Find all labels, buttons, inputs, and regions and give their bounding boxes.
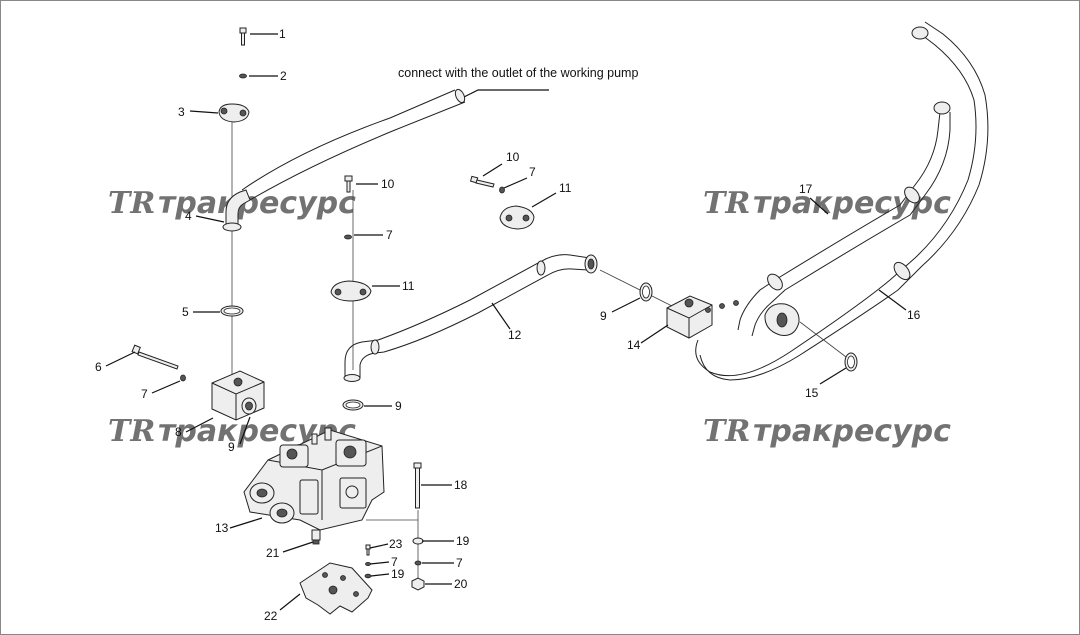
washer-part-7	[180, 374, 186, 382]
bolt-part-1	[239, 27, 247, 46]
note-leader	[461, 89, 549, 99]
watermark-2: TR тракресурс	[703, 186, 951, 221]
hose-part-17	[737, 101, 951, 337]
callout-9a: 9	[228, 440, 235, 454]
watermark-logo: TR	[703, 186, 750, 221]
callout-10a: 10	[381, 177, 395, 191]
watermark-text: тракресурс	[753, 414, 951, 449]
callout-17: 17	[799, 182, 813, 196]
callout-22: 22	[264, 609, 278, 623]
callout-11b: 11	[559, 181, 572, 195]
nut-part-20	[411, 577, 425, 591]
watermark-3: TR тракресурс	[108, 414, 356, 449]
callout-18: 18	[454, 478, 468, 492]
callout-3: 3	[178, 105, 185, 119]
callout-10b: 10	[506, 150, 520, 164]
block-part-14	[666, 295, 739, 339]
callout-4: 4	[185, 209, 192, 223]
callout-21: 21	[266, 546, 280, 560]
watermark-logo: TR	[703, 414, 750, 449]
callout-15: 15	[805, 386, 819, 400]
watermark-text: тракресурс	[158, 186, 356, 221]
callout-5: 5	[182, 305, 189, 319]
washer-part-2	[239, 73, 247, 79]
bolt-part-6	[131, 344, 179, 370]
flange-part-11-right	[499, 205, 535, 230]
callout-11a: 11	[402, 279, 415, 293]
upper-hose	[241, 88, 466, 201]
callout-20: 20	[454, 577, 468, 591]
callout-9b: 9	[395, 399, 402, 413]
callout-6: 6	[95, 360, 102, 374]
pump-outlet-note: connect with the outlet of the working p…	[398, 66, 638, 80]
block-part-8	[211, 370, 265, 421]
callout-2: 2	[280, 69, 287, 83]
oring-axis	[799, 321, 851, 361]
washer-part-7-low	[414, 560, 422, 566]
flange-part-3	[218, 103, 250, 123]
watermark-text: тракресурс	[753, 186, 951, 221]
flange-part-11-mid	[330, 280, 372, 302]
callout-23: 23	[389, 537, 403, 551]
callout-9c: 9	[600, 309, 607, 323]
watermark-logo: TR	[108, 186, 155, 221]
pipe-part-12	[343, 254, 598, 382]
callout-7c: 7	[529, 165, 536, 179]
callout-8: 8	[175, 425, 182, 439]
bracket-part-22	[299, 562, 373, 615]
watermark-logo: TR	[108, 414, 155, 449]
bolt-part-18	[413, 462, 422, 509]
hose-part-16	[695, 21, 989, 381]
control-valve-part-13	[243, 427, 385, 531]
callout-7d: 7	[456, 556, 463, 570]
callout-16: 16	[907, 308, 921, 322]
flange-elbow-right	[764, 303, 800, 336]
watermark-4: TR тракресурс	[703, 414, 951, 449]
plug-part-21	[311, 529, 321, 545]
watermark-1: TR тракресурс	[108, 186, 356, 221]
bolt-part-10-mid	[344, 175, 353, 193]
callout-19a: 19	[456, 534, 470, 548]
washer-part-7-mid	[344, 234, 352, 240]
callout-13: 13	[215, 521, 229, 535]
callout-7e: 7	[391, 555, 398, 569]
callout-7b: 7	[386, 228, 393, 242]
callout-7a: 7	[141, 387, 148, 401]
callout-numbers: 1 2 3 4 5 6 7 8 9 10 7 11 9 10 7 11 12 9…	[95, 27, 921, 623]
leaders	[105, 33, 907, 611]
callout-12: 12	[508, 328, 522, 342]
callout-1: 1	[279, 27, 286, 41]
washer-part-19	[412, 537, 424, 545]
washer-part-7-right	[499, 186, 505, 194]
bolt-part-10-right	[469, 175, 495, 188]
callout-14: 14	[627, 338, 641, 352]
callout-19b: 19	[391, 567, 405, 581]
